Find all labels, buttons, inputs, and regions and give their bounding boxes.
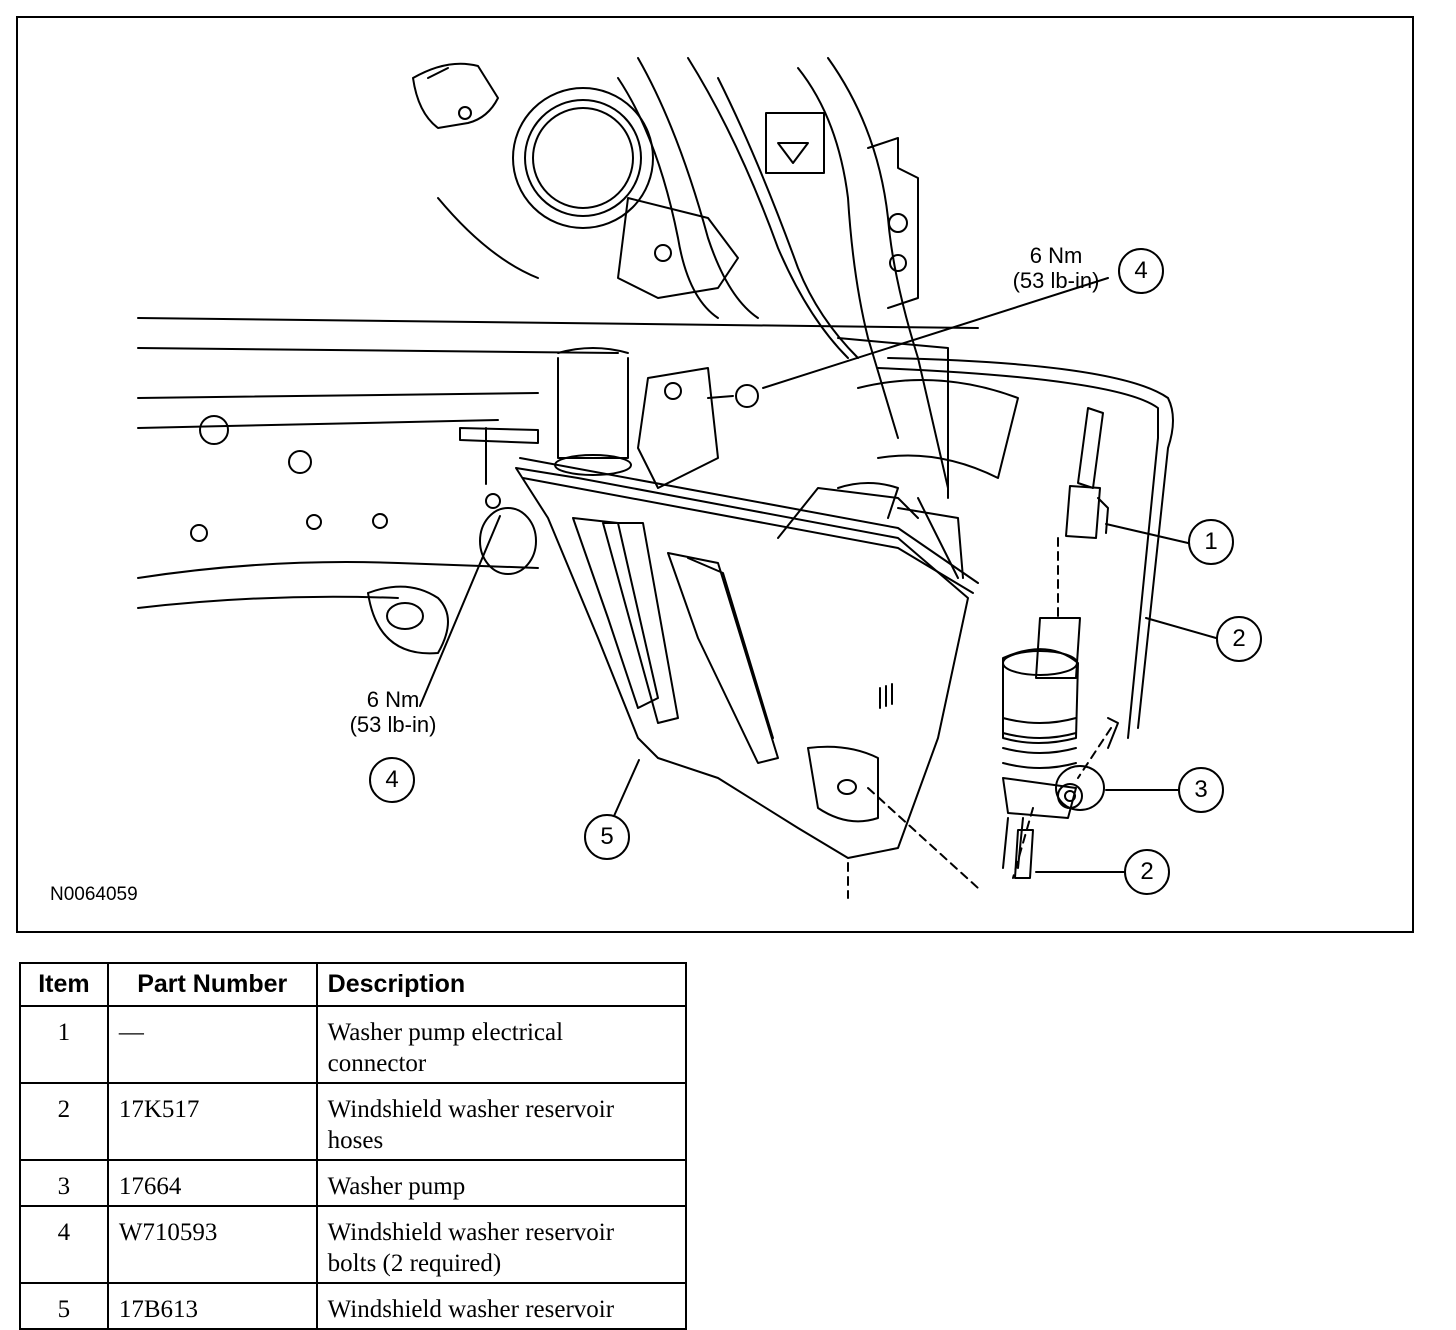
description-line: Windshield washer reservoir — [327, 1219, 615, 1246]
cell-description: Windshield washer reservoir hoses — [315, 1082, 688, 1161]
figure-id: N0064059 — [50, 884, 138, 905]
cell-part-number: — — [106, 1005, 318, 1084]
torque-spec-upper: 6 Nm (53 lb-in) — [996, 243, 1116, 293]
torque-lbin-label: (53 lb-in) — [1012, 268, 1100, 293]
table-row: 2 17K517 Windshield washer reservoir hose… — [19, 1082, 688, 1161]
cell-item: 3 — [19, 1159, 109, 1207]
callout-2-upper: 2 — [1216, 616, 1262, 662]
torque-lbin-label: (53 lb-in) — [349, 712, 437, 737]
callout-4-lower: 4 — [369, 757, 415, 803]
description-line: Washer pump electrical — [327, 1019, 564, 1046]
table-row: 1 — Washer pump electrical connector — [19, 1005, 688, 1084]
description-line: Windshield washer reservoir — [327, 1096, 615, 1123]
callout-5: 5 — [584, 814, 630, 860]
figure-frame: 6 Nm (53 lb-in) 6 Nm (53 lb-in) 4 1 2 4 … — [16, 16, 1414, 933]
cell-item: 5 — [19, 1282, 109, 1330]
washer-reservoir-drawing — [515, 457, 979, 859]
table-row: 4 W710593 Windshield washer reservoir bol… — [19, 1205, 688, 1284]
header-item: Item — [19, 962, 109, 1007]
callout-4-upper: 4 — [1118, 248, 1164, 294]
description-line: connector — [327, 1050, 427, 1077]
cell-description: Windshield washer reservoir — [315, 1282, 688, 1330]
description-line: hoses — [327, 1127, 384, 1154]
header-part-number: Part Number — [106, 962, 318, 1007]
cell-item: 2 — [19, 1082, 109, 1161]
torque-nm-label: 6 Nm — [366, 687, 420, 712]
reservoir-illustration — [137, 57, 1217, 899]
cell-item: 1 — [19, 1005, 109, 1084]
header-description: Description — [315, 962, 688, 1007]
cell-part-number: W710593 — [106, 1205, 318, 1284]
cell-description: Washer pump electrical connector — [315, 1005, 688, 1084]
cell-part-number: 17664 — [106, 1159, 318, 1207]
torque-spec-lower: 6 Nm (53 lb-in) — [331, 687, 455, 737]
table-row: 3 17664 Washer pump — [19, 1159, 688, 1207]
torque-nm-label: 6 Nm — [1029, 243, 1083, 268]
cell-part-number: 17K517 — [106, 1082, 318, 1161]
table-header-row: Item Part Number Description — [19, 962, 688, 1007]
engine-components-drawing — [137, 57, 1174, 739]
cell-item: 4 — [19, 1205, 109, 1284]
cell-description: Windshield washer reservoir bolts (2 requ… — [315, 1205, 688, 1284]
leader-lines — [419, 277, 1217, 873]
parts-table: Item Part Number Description 1 — Washer … — [19, 962, 688, 1330]
washer-pump-drawing — [847, 407, 1119, 899]
cell-description: Washer pump — [315, 1159, 688, 1207]
description-line: Windshield washer reservoir — [327, 1296, 615, 1323]
description-line: Washer pump — [327, 1173, 466, 1200]
callout-2-lower: 2 — [1124, 849, 1170, 895]
callout-3: 3 — [1178, 767, 1224, 813]
description-line: bolts (2 required) — [327, 1250, 502, 1277]
cell-part-number: 17B613 — [106, 1282, 318, 1330]
table-row: 5 17B613 Windshield washer reservoir — [19, 1282, 688, 1330]
callout-1: 1 — [1188, 519, 1234, 565]
